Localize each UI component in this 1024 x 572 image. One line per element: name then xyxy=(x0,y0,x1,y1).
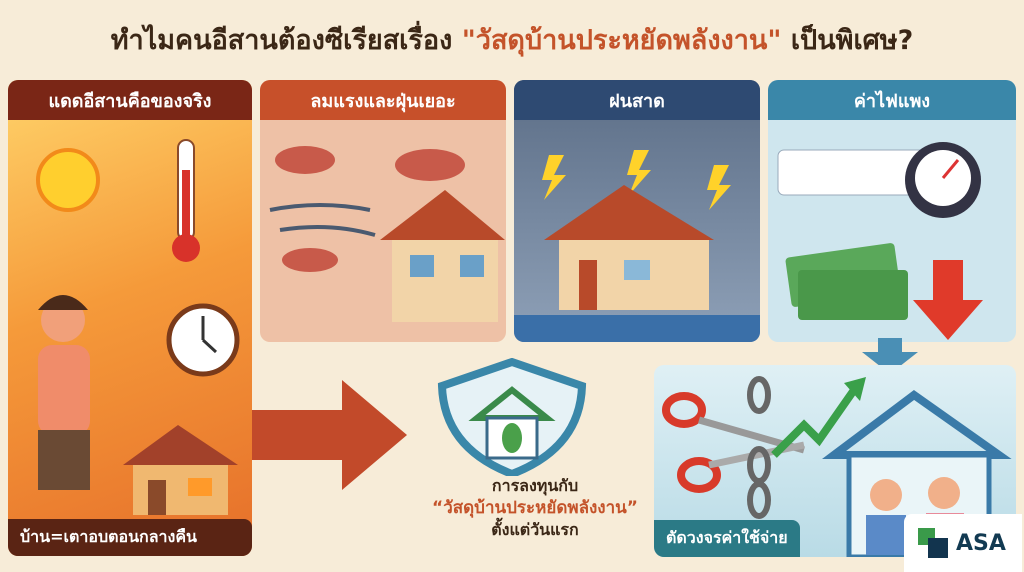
panel-footer: บ้าน=เตาอบตอนกลางคืน xyxy=(8,519,252,556)
panel-wind-dust: ลมแรงและฝุ่นเยอะ xyxy=(260,80,506,342)
trend-up-arrow-icon xyxy=(771,377,866,458)
investment-caption: การลงทุนกับ “วัสดุบ้านประหยัดพลังงาน” ตั… xyxy=(420,475,650,541)
sun-icon xyxy=(36,148,100,212)
title-suffix: เป็นพิเศษ? xyxy=(781,25,914,56)
panel-isan-sun: แดดอีสานคือของจริง บ้าน=เตาอบตอนกลางคืน xyxy=(8,80,252,556)
money-icon xyxy=(785,243,908,320)
down-arrow-connector xyxy=(862,338,918,374)
down-arrow-icon xyxy=(913,260,983,340)
dust-cloud-icon xyxy=(275,146,465,272)
panel-heading: ลมแรงและฝุ่นเยอะ xyxy=(260,80,506,120)
person-illustration xyxy=(38,295,90,490)
house-illustration xyxy=(123,425,238,515)
sun-heat-illustration xyxy=(36,139,240,515)
asa-logo: ASA xyxy=(904,514,1022,572)
flood-water xyxy=(514,315,760,342)
panel-heading: ค่าไฟแพง xyxy=(768,80,1016,120)
page-title: ทำไมคนอีสานต้องซีเรียสเรื่อง "วัสดุบ้านป… xyxy=(0,18,1024,61)
caption-line-2: “วัสดุบ้านประหยัดพลังงาน” xyxy=(432,498,638,518)
title-highlight: "วัสดุบ้านประหยัดพลังงาน" xyxy=(461,25,782,56)
house-illustration xyxy=(544,185,714,310)
panel-electricity-cost: ค่าไฟแพง xyxy=(768,80,1016,342)
right-arrow-connector xyxy=(252,380,407,490)
panel-footer: ตัดวงจรค่าใช้จ่าย xyxy=(654,520,800,557)
logo-text: ASA xyxy=(956,530,1006,556)
thermometer-icon xyxy=(172,139,200,262)
caption-line-1: การลงทุนกับ xyxy=(491,476,579,495)
electricity-illustration xyxy=(777,142,983,340)
clock-icon xyxy=(166,303,240,377)
lightning-icon xyxy=(542,150,731,210)
asa-logo-mark xyxy=(918,528,948,558)
title-text: ทำไมคนอีสานต้องซีเรียสเรื่อง xyxy=(110,25,462,56)
meter-gauge-icon xyxy=(905,142,981,218)
chain-icon xyxy=(747,376,771,519)
panel-heading: ฝนสาด xyxy=(514,80,760,120)
caption-line-3: ตั้งแต่วันแรก xyxy=(491,520,579,539)
wind-dust-illustration xyxy=(269,146,505,322)
panel-heading: แดดอีสานคือของจริง xyxy=(8,80,252,120)
wind-icon xyxy=(269,203,376,237)
house-illustration xyxy=(380,190,505,322)
rain-illustration xyxy=(514,150,760,342)
shield-house-icon xyxy=(437,358,587,476)
panel-rain: ฝนสาด xyxy=(514,80,760,342)
